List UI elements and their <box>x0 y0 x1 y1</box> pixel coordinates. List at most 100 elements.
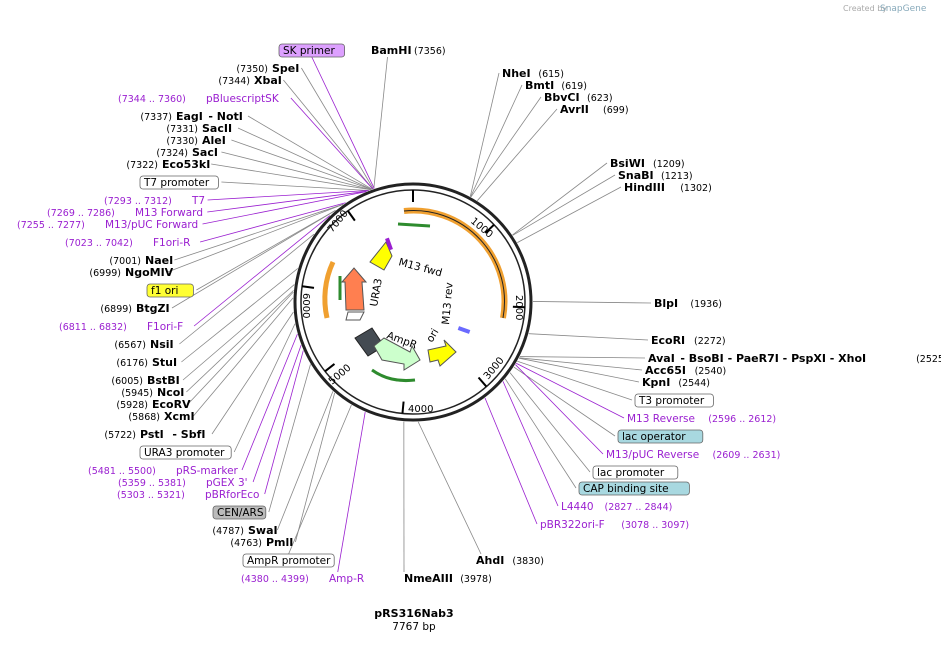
annotation-bstbi: (6005)BstBI <box>111 374 179 387</box>
leader-line <box>512 174 616 236</box>
annotation-m13-puc-reverse: M13/pUC Reverse(2609 .. 2631) <box>606 449 780 461</box>
leader-line <box>264 350 304 495</box>
annotation-m13-forward: (7269 .. 7286)M13 Forward <box>47 207 203 219</box>
enzyme-position: (7356) <box>414 46 446 57</box>
leader-line <box>476 108 558 201</box>
leader-line <box>199 202 346 243</box>
enzyme-position: (5928) <box>116 400 148 411</box>
leader-line <box>295 392 336 543</box>
enzyme-name: AhdI <box>476 554 504 567</box>
enzyme-position: (2525) <box>916 354 941 365</box>
enzyme-position: (6005) <box>111 376 143 387</box>
tick-marks <box>301 190 525 414</box>
green-arrow-bottom <box>371 368 416 382</box>
enzyme-position: (3830) <box>512 556 544 567</box>
annotation-sk-primer: SK primer <box>278 43 345 58</box>
feature-box <box>146 283 194 298</box>
annotation-spei: (7350) SpeI <box>236 62 299 75</box>
feature-box <box>212 505 267 520</box>
enzyme-name: XbaI <box>254 74 282 87</box>
enzyme-name: HindIII <box>624 181 665 194</box>
enzyme-position: (699) <box>603 105 629 116</box>
annotation-t7-promoter: T7 promoter <box>139 175 219 190</box>
annotation-naei: (7001)NaeI <box>109 254 173 267</box>
leader-line <box>504 378 577 489</box>
feature-label: T3 promoter <box>638 395 705 407</box>
tick-mark <box>301 285 315 289</box>
primer-position: (2827 .. 2844) <box>605 502 673 513</box>
tick-mark <box>401 401 405 414</box>
enzyme-name: BmtI <box>525 79 554 92</box>
annotation-pbluescriptsk: (7344 .. 7360)pBluescriptSK <box>118 93 280 105</box>
primer-label: pRS-marker <box>176 465 239 477</box>
annotation-ngomiv: (6999)NgoMIV <box>89 266 173 279</box>
enzyme-position: (1213) <box>661 171 693 182</box>
label-m13-rev: M13 rev <box>440 282 456 325</box>
ampr-arrow <box>373 337 421 371</box>
leader-line <box>237 127 372 190</box>
primer-label: pBR322ori-F <box>540 519 605 531</box>
annotation-cen-ars: CEN/ARS <box>212 505 267 520</box>
enzyme-name: AleI <box>202 134 226 147</box>
enzyme-position: (7330) <box>166 136 198 147</box>
enzyme-position: (7344) <box>218 76 250 87</box>
leader-line <box>519 356 646 359</box>
enzyme-position: (4763) <box>230 538 262 549</box>
feature-label: SK primer <box>283 45 335 57</box>
ura3-arrow <box>340 267 368 311</box>
annotation-nmeaiii: NmeAIII(3978) <box>404 572 492 585</box>
annotation-m13-reverse: M13 Reverse(2596 .. 2612) <box>627 413 776 425</box>
enzyme-position: (6999) <box>89 268 121 279</box>
leader-line <box>470 96 542 198</box>
enzyme-name: BbvCI <box>544 91 580 104</box>
enzyme-name: NaeI <box>145 254 173 267</box>
leader-line <box>252 345 302 483</box>
enzyme-name: Eco53kI <box>162 158 210 171</box>
leader-line <box>517 186 622 243</box>
annotation-pmli: (4763)PmlI <box>230 536 293 549</box>
enzyme-position: (7350) <box>236 64 268 75</box>
leader-line <box>196 209 336 291</box>
feature-label: lac operator <box>622 431 686 443</box>
enzyme-name: BtgZI <box>136 302 170 315</box>
enzyme-position: (2272) <box>694 336 726 347</box>
enzyme-position: (2540) <box>695 366 727 377</box>
enzyme-name: AvaI <box>648 352 675 365</box>
enzyme-position: (619) <box>561 81 587 92</box>
enzyme-position: (4787) <box>212 526 244 537</box>
leader-line <box>528 333 649 341</box>
annotation-m13-puc-forward: (7255 .. 7277)M13/pUC Forward <box>17 219 198 231</box>
leader-line <box>373 56 388 189</box>
annotation-ura3-promoter: URA3 promoter <box>139 445 232 460</box>
leader-line <box>241 333 298 471</box>
leader-line <box>484 397 538 525</box>
annotation-ampr-promoter: AmpR promoter <box>242 553 335 568</box>
enzyme-position: (7331) <box>166 124 198 135</box>
enzyme-name: StuI <box>152 356 177 369</box>
enzyme-name: KpnI <box>642 376 670 389</box>
credit-prefix: Created by <box>843 4 887 13</box>
leader-line <box>221 181 369 191</box>
annotation-eagi: (7337)EagI- NotI <box>140 110 243 123</box>
enzyme-name: NmeAIII <box>404 572 453 585</box>
annotation-kpni: KpnI(2544) <box>642 376 710 389</box>
snapgene-logo: SnapGene <box>880 4 927 14</box>
leader-line <box>202 191 366 225</box>
enzyme-name: PstI <box>140 428 164 441</box>
annotation-eco53ki: (7322) Eco53kI <box>126 158 210 171</box>
enzyme-position: (7322) <box>126 160 158 171</box>
leader-line <box>502 381 559 507</box>
leader-line <box>233 323 296 453</box>
enzyme-name: SpeI <box>272 62 299 75</box>
leader-line <box>211 163 371 191</box>
feature-label: f1 ori <box>151 285 178 297</box>
tick-mark <box>512 305 525 309</box>
leader-line <box>182 284 295 381</box>
annotation-ecori: EcoRI(2272) <box>651 334 726 347</box>
primer-leader-lines <box>193 56 625 573</box>
enzyme-name: XcmI <box>164 410 195 423</box>
primer-position: (5481 .. 5500) <box>88 466 156 477</box>
leader-line <box>311 56 375 189</box>
enzyme-position: (5722) <box>104 430 136 441</box>
tick-mark <box>484 223 495 234</box>
